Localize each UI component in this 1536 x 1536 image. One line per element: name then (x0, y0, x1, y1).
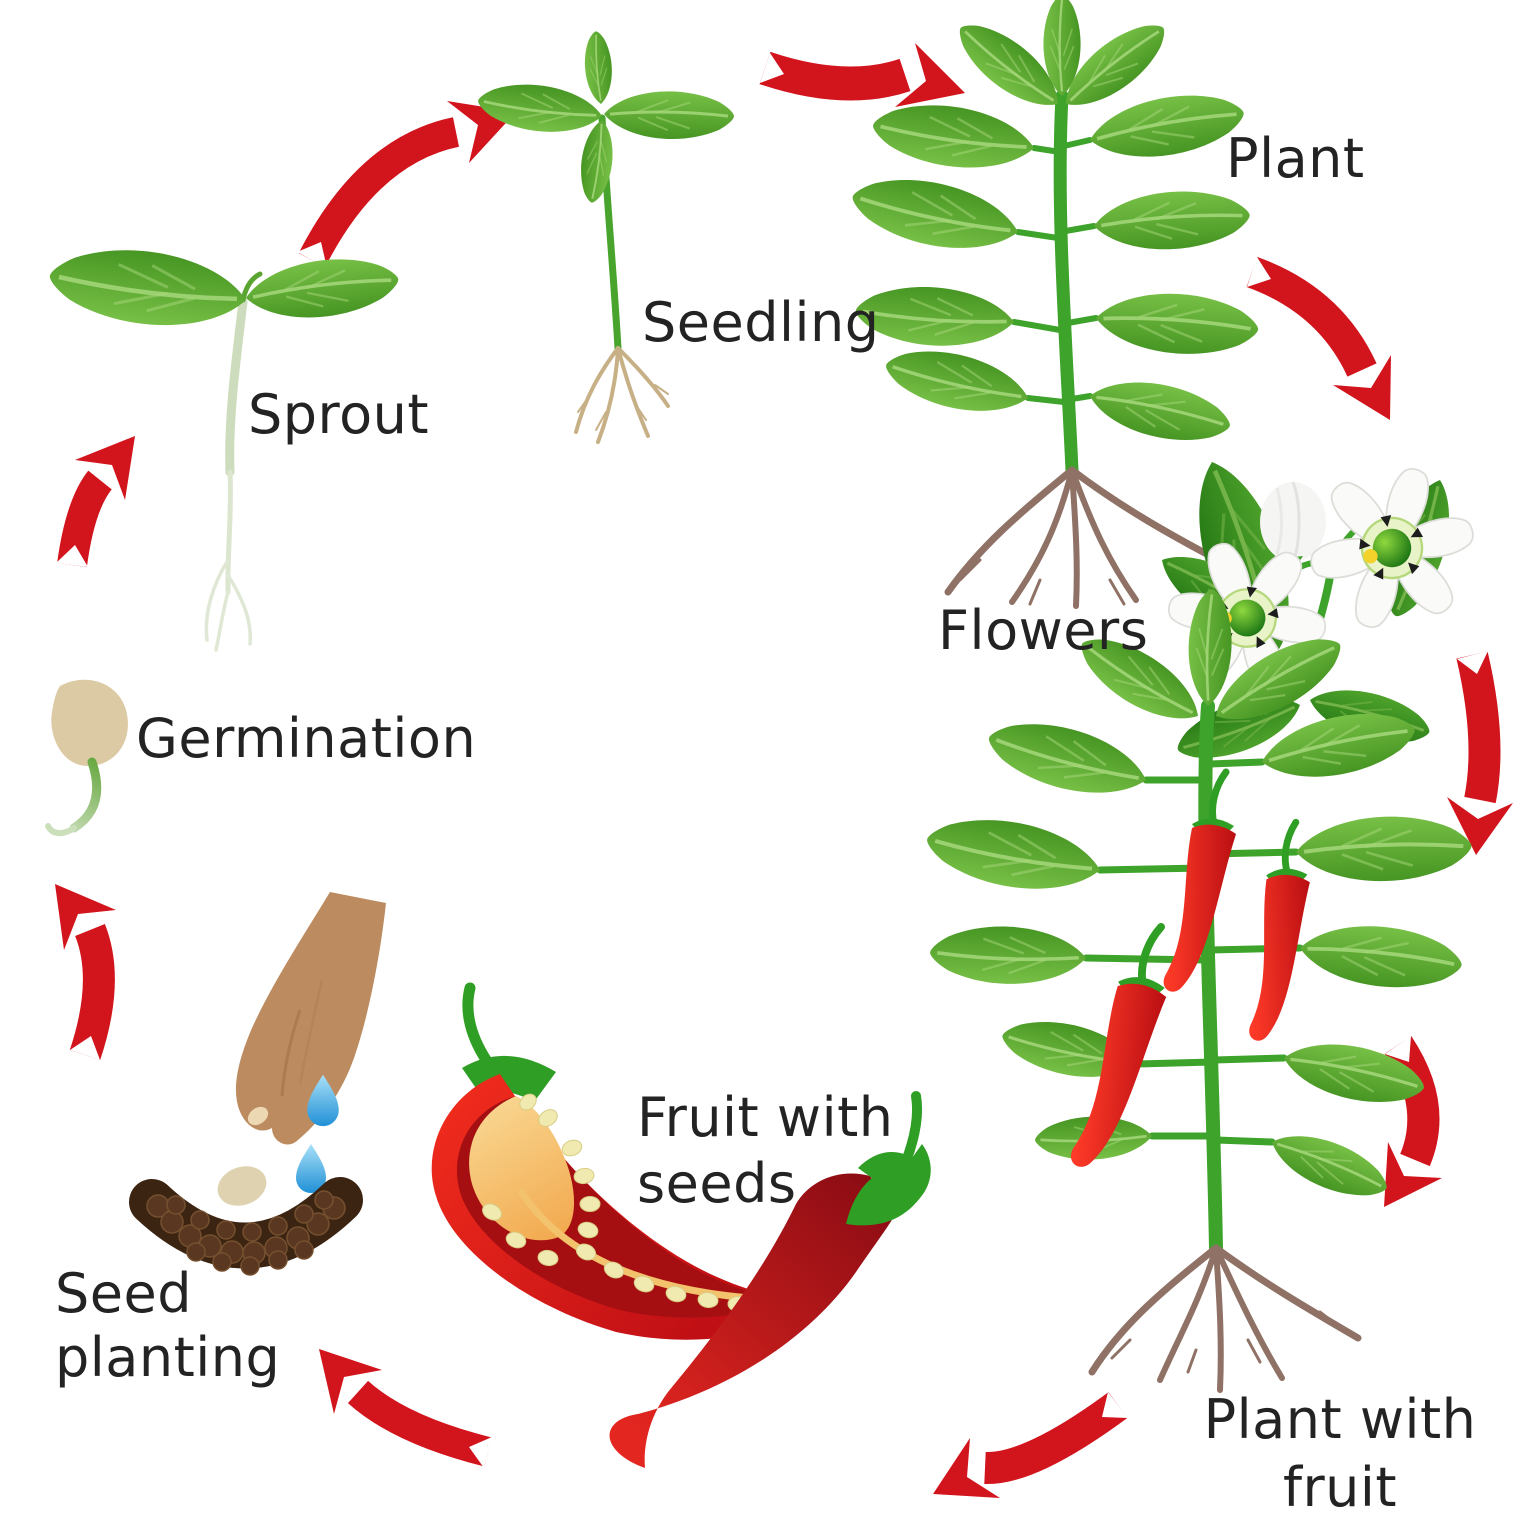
whole-chili (609, 1091, 931, 1468)
label-fruit-with-seeds: Fruit with seeds (637, 1086, 894, 1215)
arrow-germination-to-sprout (56, 436, 135, 568)
label-plant-with-fruit: Plant with fruit (1203, 1388, 1477, 1519)
sprout-illustration (45, 240, 404, 652)
label-seedling: Seedling (642, 291, 880, 354)
arrow-seedling-to-plant (759, 43, 965, 107)
label-plant: Plant (1226, 127, 1365, 190)
plant-illustration (844, 0, 1263, 609)
arrow-plant-to-flowers (1246, 256, 1391, 420)
arrow-sprout-to-seedling (297, 101, 516, 268)
arrow-seed-planting-to-germination (55, 884, 116, 1061)
label-flowers: Flowers (938, 599, 1149, 662)
arrow-flowers-to-plant-with-fruit (1447, 651, 1513, 855)
fruit-with-seeds-illustration (431, 982, 931, 1468)
falling-seed (217, 1166, 267, 1206)
soil-mound (129, 1177, 363, 1276)
label-seed-planting: Seed planting (55, 1262, 281, 1389)
arrow-fruit-with-seeds-to-seed-planting (319, 1349, 492, 1468)
arrow-plant-with-fruit-down (1384, 1036, 1442, 1207)
label-germination: Germination (136, 707, 477, 770)
seedling-illustration (473, 29, 736, 444)
plant-with-fruit-illustration (922, 586, 1473, 1393)
flowers-illustration (1147, 451, 1490, 774)
arrow-plant-with-fruit-to-fruit-with-seeds (933, 1392, 1128, 1498)
seed-planting-illustration (129, 892, 386, 1276)
label-sprout: Sprout (248, 383, 430, 446)
cut-chili (431, 982, 818, 1340)
germination-illustration (45, 679, 128, 836)
planting-hand (235, 892, 386, 1145)
